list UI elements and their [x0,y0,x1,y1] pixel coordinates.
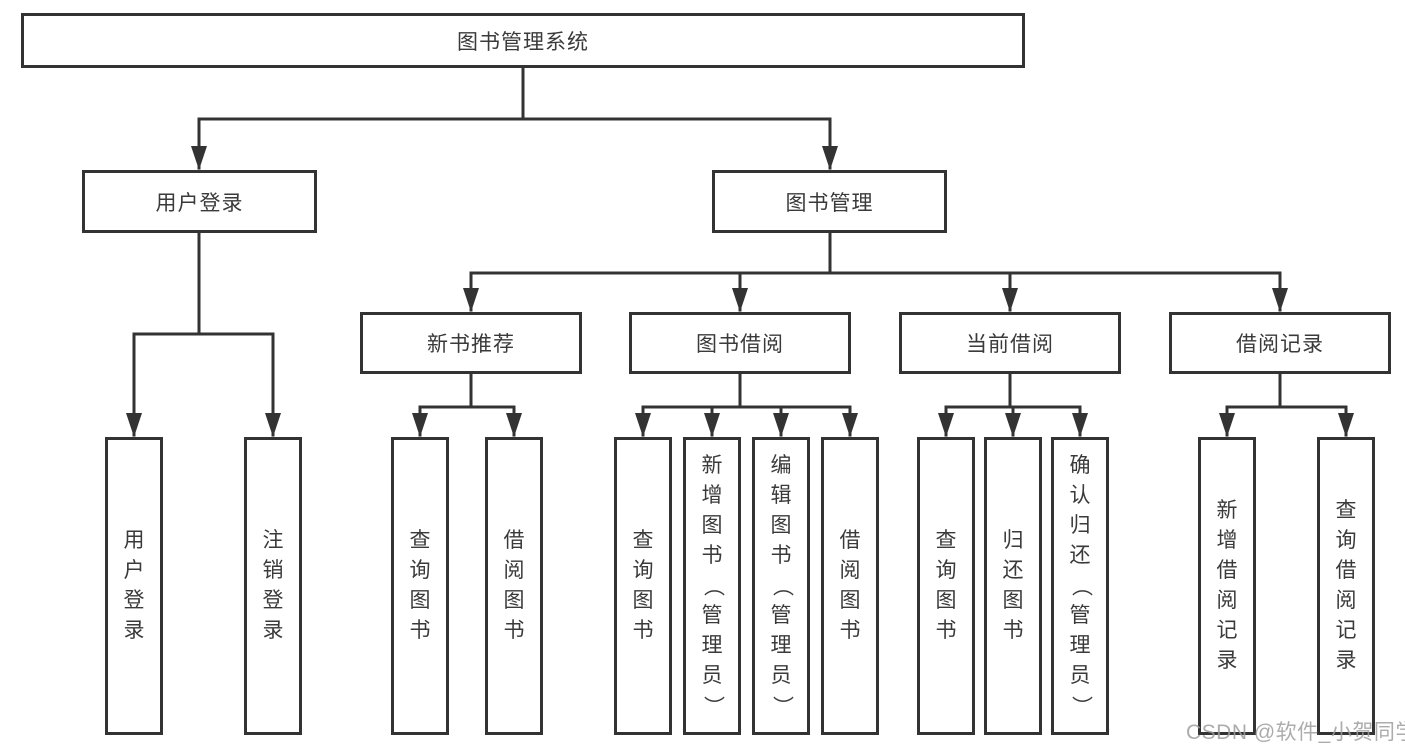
leaf-query-book-1: 查询图书 [391,437,449,735]
leaf-query-book-3: 查询图书 [917,437,975,735]
node-book-borrow: 图书借阅 [629,312,851,374]
node-user-login-label: 用户登录 [155,191,244,215]
node-library-system: 图书管理系统 [21,13,1025,68]
connector-borrow-record-children [1219,372,1354,437]
node-current-borrow-label: 当前借阅 [966,333,1054,356]
connector-user-login-children [126,231,281,437]
leaf-user-login: 用户登录 [105,437,163,735]
leaf-user-login-label: 用户登录 [123,529,145,642]
node-borrow-record: 借阅记录 [1169,312,1391,374]
node-current-borrow: 当前借阅 [899,312,1121,374]
leaf-query-book-2: 查询图书 [614,437,672,735]
leaf-query-book-3-label: 查询图书 [935,529,957,642]
leaf-return-book: 归还图书 [984,437,1042,735]
connector-new-book-children [412,372,522,437]
node-book-management-label: 图书管理 [785,191,874,215]
connector-book-borrow-children [635,372,858,437]
leaf-confirm-return-admin: 确认归还（管理员） [1051,437,1109,735]
leaf-borrow-book-2: 借阅图书 [821,437,879,735]
leaf-add-borrow-record: 新增借阅记录 [1198,437,1256,735]
node-new-book-recommend: 新书推荐 [360,312,582,374]
node-user-login: 用户登录 [82,170,317,233]
node-borrow-record-label: 借阅记录 [1236,333,1324,356]
leaf-return-book-label: 归还图书 [1002,529,1024,642]
leaf-borrow-book-1-label: 借阅图书 [503,529,525,642]
leaf-query-book-1-label: 查询图书 [409,529,431,642]
csdn-watermark: CSDN @软件_小贺同学 [1186,721,1405,744]
leaf-query-borrow-record: 查询借阅记录 [1317,437,1375,735]
node-new-book-recommend-label: 新书推荐 [427,333,515,356]
leaf-confirm-return-admin-label: 确认归还（管理员） [1069,454,1092,717]
leaf-borrow-book-2-label: 借阅图书 [839,529,861,642]
leaf-edit-book-admin-label: 编辑图书（管理员） [770,454,793,717]
leaf-add-borrow-record-label: 新增借阅记录 [1216,499,1238,672]
node-book-borrow-label: 图书借阅 [696,333,784,356]
connector-book-mgmt-children [463,231,1288,312]
leaf-logout: 注销登录 [244,437,302,735]
leaf-query-book-2-label: 查询图书 [632,529,654,642]
connector-root-to-level2 [191,66,838,170]
node-library-system-label: 图书管理系统 [457,30,589,54]
connector-current-borrow-children [938,372,1088,437]
leaf-query-borrow-record-label: 查询借阅记录 [1335,499,1357,672]
node-book-management: 图书管理 [712,170,947,233]
leaf-add-book-admin-label: 新增图书（管理员） [701,454,724,717]
leaf-borrow-book-1: 借阅图书 [485,437,543,735]
leaf-add-book-admin: 新增图书（管理员） [683,437,741,735]
leaf-logout-label: 注销登录 [262,529,284,642]
leaf-edit-book-admin: 编辑图书（管理员） [752,437,810,735]
